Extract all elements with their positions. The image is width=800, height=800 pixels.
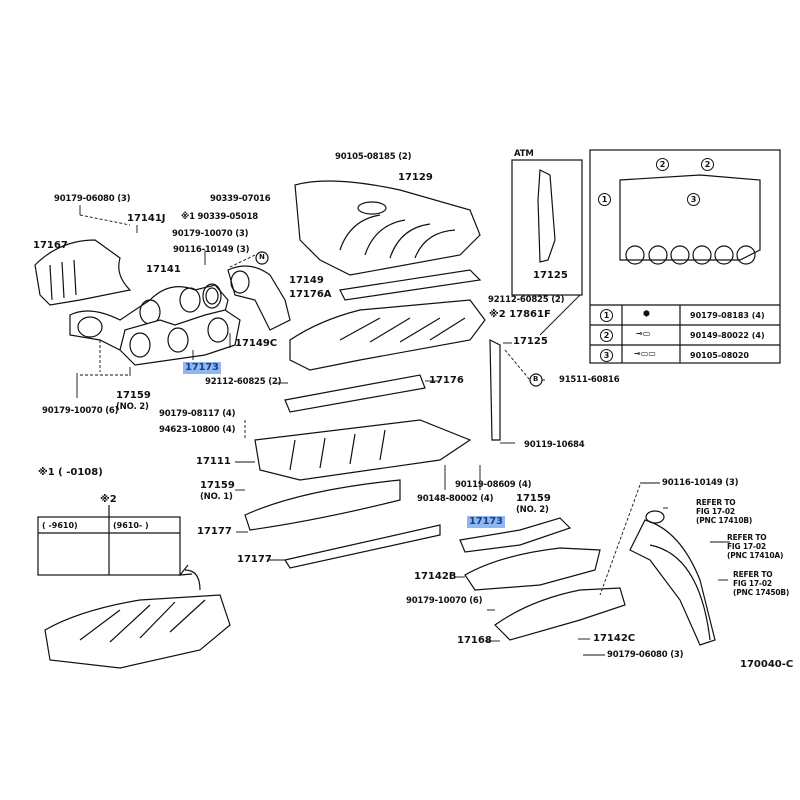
- gasket-ring-17149c: [202, 283, 222, 309]
- part-label: 17141: [146, 264, 181, 275]
- part-label: 90119-10684: [524, 440, 585, 450]
- part-label: 17159: [116, 390, 151, 401]
- heat-insulator-17167: [34, 239, 132, 306]
- part-label: 17167: [33, 240, 68, 251]
- b-marker: [529, 373, 543, 387]
- variant-header: ( -9610): [42, 521, 78, 530]
- part-label: 92112-60825 (2): [205, 377, 282, 387]
- gasket-17177-upper: [244, 479, 401, 531]
- part-label: 17111: [196, 456, 231, 467]
- exhaust-front-pipe: [629, 519, 716, 646]
- intake-plenum-17129: [294, 180, 481, 276]
- intake-manifold-upper: [289, 299, 486, 371]
- row-part: 90105-08020: [690, 351, 749, 360]
- refer-line: REFER TO: [733, 570, 773, 579]
- atm-label: ATM: [514, 149, 534, 159]
- row-part: 90149-80022 (4): [690, 331, 765, 340]
- figure-code: 170040-C: [740, 659, 794, 670]
- part-label: 90179-10070 (6): [406, 596, 483, 606]
- part-label: 17168: [457, 635, 492, 646]
- part-label: 90116-10149 (3): [662, 478, 739, 488]
- part-label: 17125: [513, 336, 548, 347]
- refer-line: FIG 17-02: [727, 542, 766, 551]
- part-label: 92112-60825 (2): [488, 295, 565, 305]
- refer-label[interactable]: REFER TO FIG 17-02 (PNC 17450B): [733, 570, 789, 597]
- intake-manifold-lower-17111: [254, 419, 472, 481]
- part-label: 17159: [200, 480, 235, 491]
- part-label: 90179-06080 (3): [607, 650, 684, 660]
- callout-circle: 1: [598, 193, 611, 206]
- callout-circle: 2: [701, 158, 714, 171]
- part-label: 91511-60816: [559, 375, 620, 385]
- refer-line: (PNC 17410B): [696, 516, 753, 525]
- part-label: 90148-80002 (4): [417, 494, 494, 504]
- part-label: 90179-10070 (6): [42, 406, 119, 416]
- gasket-17176a: [339, 269, 482, 301]
- refer-line: (PNC 17450B): [733, 588, 790, 597]
- part-label: 90179-08117 (4): [159, 409, 236, 419]
- part-label: 90179-10070 (3): [172, 229, 249, 239]
- atm-detail-box: [511, 159, 583, 296]
- variant-header: (9610- ): [113, 521, 149, 530]
- row-num: 3: [600, 349, 613, 362]
- part-label: 17149C: [235, 338, 278, 349]
- intake-manifold-view: [44, 594, 231, 669]
- row-num: 2: [600, 329, 613, 342]
- refer-line: REFER TO: [696, 498, 736, 507]
- part-label: (NO. 2): [516, 505, 549, 515]
- callout-circle: 2: [656, 158, 669, 171]
- part-label: 90119-08609 (4): [455, 480, 532, 490]
- part-label: 17141J: [127, 213, 166, 224]
- part-label: 17159: [516, 493, 551, 504]
- callout-circle: 3: [687, 193, 700, 206]
- part-label: 17176: [429, 375, 464, 386]
- part-label: 94623-10800 (4): [159, 425, 236, 435]
- n-marker: [255, 251, 269, 265]
- refer-label[interactable]: REFER TO FIG 17-02 (PNC 17410A): [727, 533, 783, 560]
- part-label: (NO. 1): [200, 492, 233, 502]
- note-1: ※1 ( -0108): [38, 467, 103, 478]
- part-label: 17142B: [414, 571, 457, 582]
- exhaust-manifold-right-17142b: [464, 547, 601, 591]
- row-num: 1: [600, 309, 613, 322]
- part-label: 90339-07016: [210, 194, 271, 204]
- part-label: 90116-10149 (3): [173, 245, 250, 255]
- part-label: 17142C: [593, 633, 636, 644]
- elbow-pipe-17149: [227, 265, 291, 331]
- nut-icon: ⬢: [643, 309, 650, 318]
- refer-line: (PNC 17410A): [727, 551, 784, 560]
- part-label: 17176A: [289, 289, 332, 300]
- n-marker-label: N: [259, 253, 265, 261]
- part-label: 17177: [197, 526, 232, 537]
- exhaust-gasket-right: [459, 517, 572, 553]
- highlighted-part-17173-right[interactable]: 17173: [467, 516, 505, 528]
- part-label: 17129: [398, 172, 433, 183]
- part-label: (NO. 2): [116, 402, 149, 412]
- part-label: 17125: [533, 270, 568, 281]
- part-label: ※2 17861F: [489, 309, 551, 320]
- row-part: 90179-08183 (4): [690, 311, 765, 320]
- refer-line: FIG 17-02: [733, 579, 772, 588]
- gasket-17176: [284, 374, 426, 413]
- refer-line: FIG 17-02: [696, 507, 735, 516]
- part-label: 17149: [289, 275, 324, 286]
- heat-insulator-17168: [494, 587, 626, 641]
- part-label: 90105-08185 (2): [335, 152, 412, 162]
- b-marker-label: B: [533, 375, 539, 383]
- part-label: 90179-06080 (3): [54, 194, 131, 204]
- refer-label[interactable]: REFER TO FIG 17-02 (PNC 17410B): [696, 498, 752, 525]
- gasket-17177-lower: [284, 524, 441, 569]
- long-bolt-icon: ⊸▭▭: [634, 349, 656, 358]
- part-label: 17177: [237, 554, 272, 565]
- bolt-icon: ⊸▭: [636, 329, 651, 338]
- refer-line: REFER TO: [727, 533, 767, 542]
- part-label: ※1 90339-05018: [181, 212, 259, 222]
- highlighted-part-17173-left[interactable]: 17173: [183, 362, 221, 374]
- note-2: ※2: [100, 494, 117, 505]
